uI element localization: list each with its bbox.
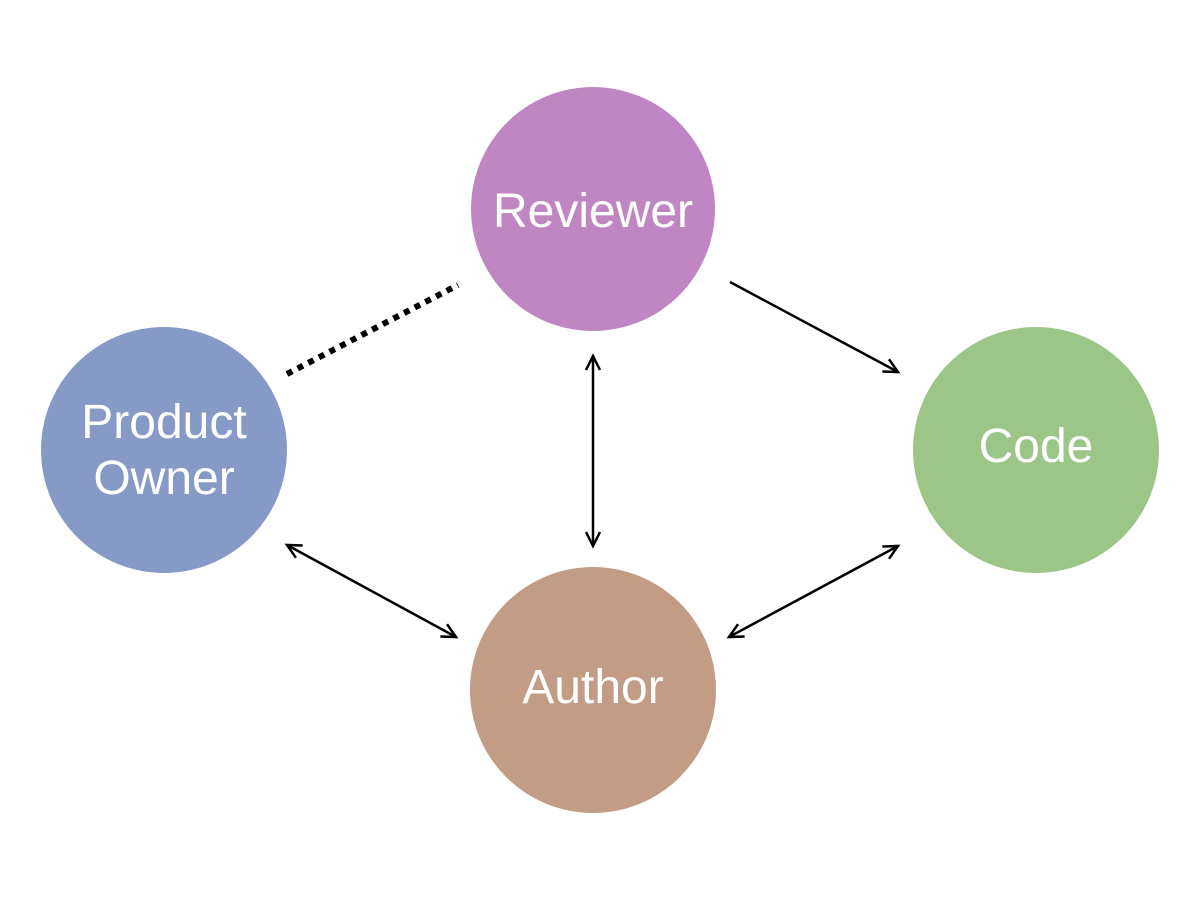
code-circle	[913, 327, 1159, 573]
author-label: Author	[522, 661, 663, 714]
node-reviewer: Reviewer	[471, 87, 715, 331]
product-owner-label-line1: Product	[81, 396, 246, 449]
author-circle	[470, 567, 716, 813]
edge-reviewer-to-code	[729, 280, 901, 374]
edge-product-owner-reviewer-dotted	[285, 282, 460, 377]
reviewer-label: Reviewer	[493, 185, 693, 238]
reviewer-circle	[471, 87, 715, 331]
node-code: Code	[913, 327, 1159, 573]
product-owner-label-line2: Owner	[93, 452, 234, 505]
edge-author-code	[726, 544, 901, 639]
code-label: Code	[979, 420, 1094, 473]
product-owner-circle	[41, 327, 287, 573]
node-product-owner: Product Owner	[41, 327, 287, 573]
node-author: Author	[470, 567, 716, 813]
edge-product-owner-author	[284, 543, 459, 639]
